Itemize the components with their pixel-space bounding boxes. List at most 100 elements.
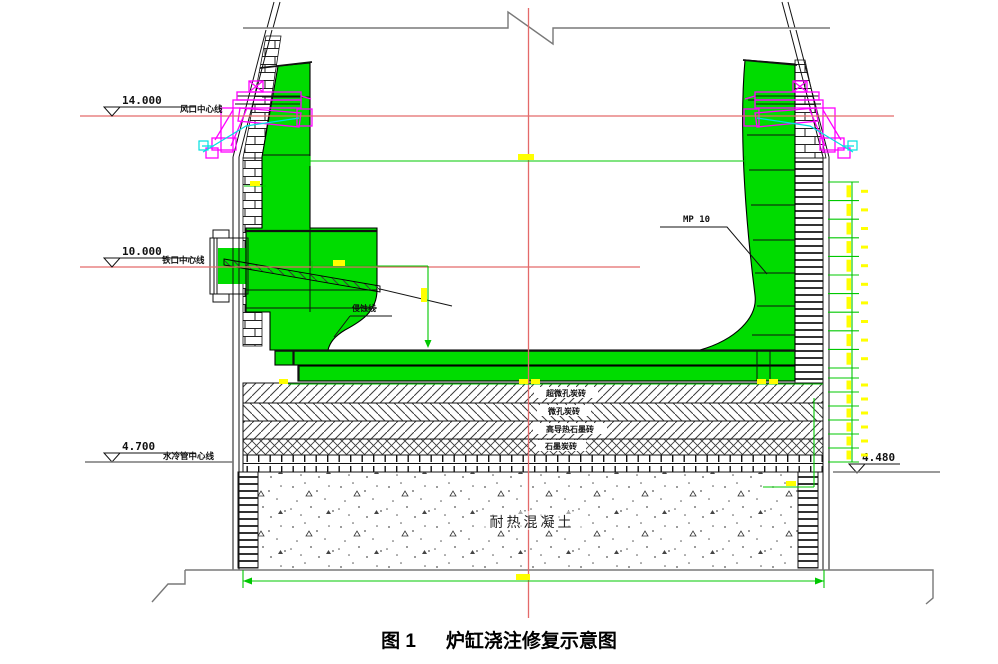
elevation-symbol — [102, 106, 196, 117]
dim-text-mark — [846, 259, 851, 272]
centerline-label: 铁口中心线 — [162, 255, 205, 265]
layer-label-1: 超微孔炭砖 — [545, 388, 586, 398]
elevation-symbol — [102, 452, 196, 463]
concrete-label: 耐热混凝土 — [490, 515, 575, 531]
castable-grade-leader — [660, 226, 768, 275]
elevation-symbol — [102, 257, 196, 268]
dim-text-mark — [861, 439, 868, 443]
dim-text-mark — [786, 481, 796, 486]
dim-text-mark — [421, 288, 427, 302]
dim-text-mark — [846, 394, 851, 404]
dim-text-mark — [861, 245, 868, 249]
dim-text-mark — [861, 357, 868, 361]
dim-text-mark — [861, 227, 868, 230]
dim-text-mark — [861, 189, 868, 193]
dim-text-mark — [861, 264, 868, 268]
layer-band-4 — [242, 438, 824, 456]
elevation-value: 4.700 — [122, 440, 155, 453]
layer-band-1 — [242, 382, 824, 404]
elevation-14000: 14.000 风口中心线 — [102, 94, 223, 117]
dim-text-mark — [846, 278, 851, 291]
layer-label-3: 高导热石墨砖 — [546, 424, 594, 434]
dim-text-mark — [516, 574, 530, 580]
dim-arrow — [424, 340, 432, 348]
castable-slab-course-2 — [297, 365, 796, 382]
dim-text-mark — [861, 453, 868, 457]
taphole-axis-extension — [379, 288, 453, 307]
elevation-symbol — [847, 463, 900, 474]
dim-text-mark — [333, 260, 345, 266]
dim-text-mark — [861, 320, 868, 323]
centerline-label: 风口中心线 — [180, 104, 223, 114]
dim-text-mark — [846, 334, 851, 347]
foundation-steps — [151, 569, 934, 605]
callouts: MP 10 侵蚀线 — [333, 215, 768, 338]
castable-right-wall — [699, 59, 796, 351]
taphole-frame-lug-top — [212, 229, 230, 239]
dimensions — [242, 154, 868, 588]
layer-band-2 — [242, 402, 824, 422]
layer-labels: 超微孔炭砖 微孔炭砖 高导热石墨砖 石墨炭砖 耐热混凝土 — [482, 387, 607, 531]
dim-hearth-inner-width — [309, 156, 746, 166]
dim-text-mark — [861, 383, 868, 387]
dim-text-mark — [861, 411, 868, 415]
dim-text-mark — [861, 208, 868, 212]
pad-column-right — [797, 471, 819, 569]
dim-text-mark — [846, 222, 851, 235]
pad-column-left — [237, 471, 259, 569]
dim-text-mark — [250, 181, 260, 186]
dim-text-mark — [519, 379, 528, 384]
elevation-markers: 14.000 风口中心线 10.000 铁口中心线 4.700 水冷管中心线 4… — [85, 94, 940, 474]
dim-text-mark — [846, 203, 851, 216]
dim-text-mark — [846, 315, 851, 328]
furnace-section-drawing: 14.000 风口中心线 10.000 铁口中心线 4.700 水冷管中心线 4… — [80, 1, 940, 618]
dim-text-mark — [518, 154, 534, 160]
castable-grade-label: MP 10 — [683, 215, 710, 225]
dim-text-mark — [846, 408, 851, 418]
dim-chain-ticks — [828, 181, 868, 463]
dim-pad-right — [763, 398, 815, 488]
dim-text-mark — [846, 352, 851, 365]
taphole-frame-lug-bottom — [212, 293, 230, 303]
shell-left — [232, 1, 281, 570]
dim-text-mark — [769, 379, 778, 384]
elevation-10000: 10.000 铁口中心线 — [102, 245, 205, 268]
dim-text-mark — [846, 422, 851, 432]
erosion-line-label: 侵蚀线 — [351, 303, 376, 313]
dim-text-mark — [846, 185, 851, 198]
taphole-frame-inner — [213, 238, 218, 294]
elevation-4700: 4.700 水冷管中心线 — [85, 440, 233, 463]
elevation-value: 10.000 — [122, 245, 162, 258]
dim-taphole-region — [311, 261, 429, 346]
elevation-value: 14.000 — [122, 94, 162, 107]
dim-text-mark — [757, 379, 766, 384]
layer-label-2: 微孔炭砖 — [547, 406, 580, 416]
dim-text-mark — [279, 379, 288, 384]
dim-text-mark — [861, 282, 868, 286]
brick-lining-right-wall — [794, 157, 824, 384]
dim-text-mark — [846, 380, 851, 390]
dim-text-mark — [531, 379, 540, 384]
furnace-shell — [151, 1, 934, 605]
figure-title: 炉缸浇注修复示意图 — [445, 631, 617, 652]
dim-text-mark — [861, 301, 868, 305]
dim-text-mark — [846, 436, 851, 446]
elevation-4480: 4.480 — [833, 451, 940, 474]
dim-overall-width — [242, 570, 825, 588]
dim-text-mark — [861, 338, 868, 342]
shell-right — [781, 1, 830, 570]
elevation-value: 4.480 — [862, 451, 895, 464]
figure-caption: 图 1 炉缸浇注修复示意图 — [0, 626, 998, 653]
castable-lining — [218, 59, 798, 382]
dim-text-mark — [846, 241, 851, 254]
break-line — [243, 10, 830, 46]
dim-text-mark — [846, 450, 851, 460]
layer-label-4: 石墨炭砖 — [544, 441, 577, 451]
dim-text-mark — [861, 425, 868, 429]
castable-slab-course-1 — [274, 349, 796, 366]
centerline-label: 水冷管中心线 — [162, 451, 215, 461]
erosion-line-leader — [333, 315, 392, 338]
dim-text-mark — [846, 296, 851, 309]
dim-text-mark — [861, 397, 868, 401]
